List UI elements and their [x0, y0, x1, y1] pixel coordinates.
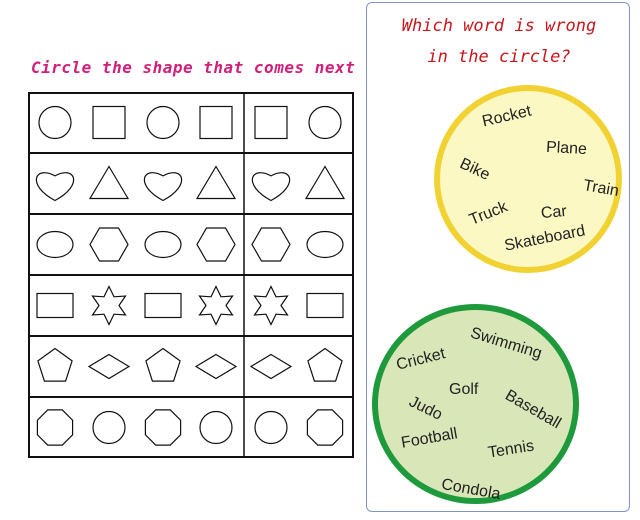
word-cricket[interactable]: Cricket [394, 345, 447, 374]
puzzle-title-line-2: in the circle? [427, 47, 571, 67]
pattern-row [35, 165, 346, 202]
sequence-octagon-shape [36, 409, 74, 446]
word-judo[interactable]: Judo [406, 393, 445, 424]
sequence-diamond-shape [87, 353, 131, 380]
sequence-square-shape [92, 105, 126, 140]
sequence-diamond-shape [194, 353, 238, 380]
word-condola[interactable]: Condola [440, 475, 502, 504]
sequence-hexagon-shape [196, 227, 236, 262]
word-bike[interactable]: Bike [457, 155, 493, 184]
puzzle-title: Which word is wrong in the circle? [367, 11, 631, 73]
sequence-oval-shape [36, 230, 74, 259]
pattern-row [36, 227, 344, 262]
answer-choice-octagon-shape[interactable] [306, 409, 344, 446]
word-plane[interactable]: Plane [545, 138, 588, 159]
answer-choice-pentagon-shape[interactable] [307, 347, 343, 382]
answer-choice-heart-shape[interactable] [251, 172, 291, 202]
word-train[interactable]: Train [581, 177, 621, 200]
answer-choice-star-shape[interactable] [253, 285, 289, 326]
answer-choice-oval-shape[interactable] [306, 230, 344, 259]
sequence-circle-shape [38, 105, 72, 140]
pattern-row [37, 347, 343, 382]
sequence-square-shape [199, 105, 233, 140]
answer-choice-triangle-shape[interactable] [304, 165, 346, 200]
word-swimming[interactable]: Swimming [468, 324, 544, 363]
word-baseball[interactable]: Baseball [502, 386, 564, 433]
pattern-row [36, 409, 344, 446]
sequence-pentagon-shape [37, 347, 73, 382]
sequence-rectangle-shape [36, 292, 74, 319]
answer-choice-square-shape[interactable] [254, 105, 288, 140]
pattern-row [36, 285, 344, 326]
sequence-hexagon-shape [89, 227, 129, 262]
sequence-circle-shape [146, 105, 180, 140]
vehicles-word-circle: Rocket Plane Bike Train Truck Car Skateb… [434, 85, 622, 273]
word-football[interactable]: Football [399, 425, 459, 452]
sequence-circle-shape [199, 410, 233, 445]
shape-grid-drawing [28, 92, 354, 458]
answer-choice-rectangle-shape[interactable] [306, 292, 344, 319]
word-tennis[interactable]: Tennis [486, 437, 536, 462]
sequence-star-shape [91, 285, 127, 326]
puzzle-title-line-1: Which word is wrong [401, 16, 597, 36]
sports-word-circle: Swimming Cricket Golf Baseball Judo Foot… [372, 304, 579, 504]
answer-choice-circle-shape[interactable] [254, 410, 288, 445]
odd-word-out-panel: Which word is wrong in the circle? Rocke… [366, 2, 630, 512]
sequence-heart-shape [143, 172, 183, 202]
sequence-oval-shape [144, 230, 182, 259]
word-truck[interactable]: Truck [467, 198, 510, 229]
sequence-triangle-shape [88, 165, 130, 200]
sequence-octagon-shape [144, 409, 182, 446]
answer-choice-circle-shape[interactable] [308, 105, 342, 140]
sequence-pentagon-shape [145, 347, 181, 382]
sequence-heart-shape [35, 172, 75, 202]
sequence-rectangle-shape [144, 292, 182, 319]
word-car[interactable]: Car [540, 202, 568, 223]
word-rocket[interactable]: Rocket [480, 102, 533, 131]
shape-grid [28, 92, 354, 458]
sequence-circle-shape [92, 410, 126, 445]
pattern-row [38, 105, 342, 140]
sequence-triangle-shape [195, 165, 237, 200]
word-golf[interactable]: Golf [449, 381, 479, 398]
worksheet-title: Circle the shape that comes next [31, 58, 356, 77]
answer-choice-diamond-shape[interactable] [249, 353, 293, 380]
answer-choice-hexagon-shape[interactable] [251, 227, 291, 262]
word-skateboard[interactable]: Skateboard [503, 222, 587, 255]
sequence-star-shape [198, 285, 234, 326]
